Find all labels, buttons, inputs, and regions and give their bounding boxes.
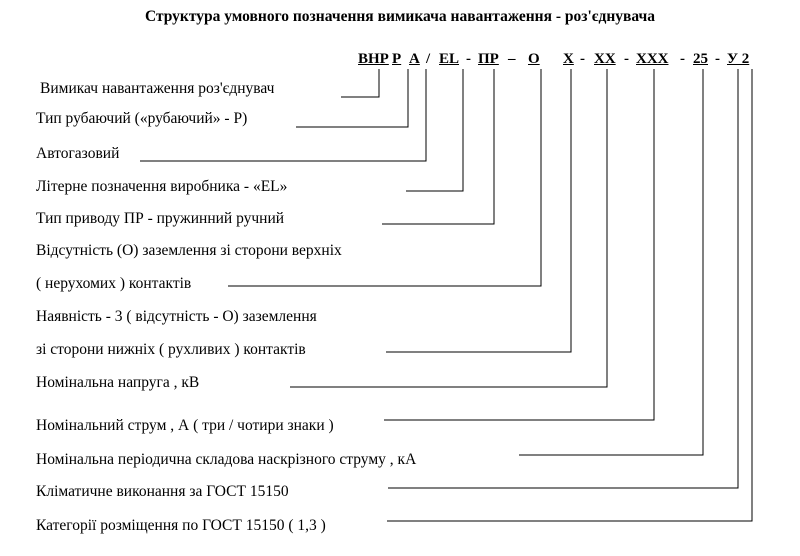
code-segment-r: Р	[392, 51, 402, 67]
leader-line-knife-type	[296, 69, 409, 128]
code-segment-xxx: ХХХ	[636, 51, 669, 67]
label-autogas: Автогазовий	[36, 145, 120, 162]
label-lower-earthing-line1: Наявність - 3 ( відсутність - О) заземле…	[36, 308, 317, 325]
code-separator: /	[426, 51, 431, 67]
leader-line-placement	[387, 69, 753, 522]
label-rated-voltage: Номінальна напруга , кВ	[36, 374, 200, 391]
label-knife-type: Тип рубаючий («рубаючий» - Р)	[36, 110, 248, 127]
code-segment-x: Х	[563, 51, 574, 67]
label-short-circuit-current: Номінальна періодична складова наскрізно…	[36, 451, 417, 468]
code-segment-25: 25	[693, 51, 708, 67]
label-drive-type: Тип приводу ПР - пружинний ручний	[36, 210, 285, 227]
code-separator: –	[508, 51, 516, 67]
code-separator: -	[624, 51, 629, 67]
code-segment-u2: У 2	[727, 51, 750, 67]
leader-line-autogas	[140, 69, 427, 162]
leader-line-current	[384, 69, 655, 421]
code-segment-xx: ХХ	[594, 51, 616, 67]
code-separator: -	[466, 51, 471, 67]
leader-line-upper-earthing	[228, 69, 542, 287]
leader-line-manufacturer	[406, 69, 464, 192]
label-disconnector: Вимикач навантаження роз'єднувач	[40, 80, 275, 97]
label-upper-earthing-line1: Відсутність (О) заземлення зі сторони ве…	[36, 242, 342, 259]
code-segment-a: А	[409, 51, 420, 67]
label-upper-earthing-line2: ( нерухомих ) контактів	[36, 275, 192, 292]
leader-line-drive	[382, 69, 495, 225]
code-segment-o: О	[528, 51, 540, 67]
label-rated-current: Номінальний струм , А ( три / чотири зна…	[36, 417, 334, 434]
label-placement-category: Категорії розміщення по ГОСТ 15150 ( 1,3…	[36, 517, 326, 534]
leader-line-voltage	[290, 69, 608, 388]
code-separator: -	[680, 51, 685, 67]
leader-line-disconnector	[341, 69, 380, 98]
code-segment-pr: ПР	[478, 51, 499, 67]
leader-line-lower-earthing	[386, 69, 572, 353]
diagram-title: Структура умовного позначення вимикача н…	[144, 8, 656, 25]
label-manufacturer: Літерне позначення виробника - «EL»	[36, 178, 288, 195]
label-lower-earthing-line2: зі сторони нижніх ( рухливих ) контактів	[36, 341, 306, 358]
code-separator: -	[580, 51, 585, 67]
code-segment-el: EL	[439, 51, 460, 67]
leader-line-short-circuit	[519, 69, 704, 456]
code-separator: -	[715, 51, 720, 67]
label-climatic-version: Кліматичне виконання за ГОСТ 15150	[36, 483, 289, 500]
leader-line-climate	[388, 69, 739, 489]
code-segment-vnr: ВНР	[358, 51, 389, 67]
